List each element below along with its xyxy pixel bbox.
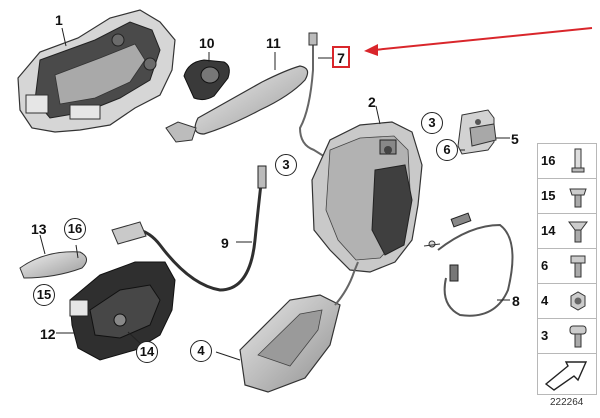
part-2-door-lock [311,105,423,273]
legend-row-3: 3 [538,319,596,354]
callout-13: 13 [31,221,47,237]
callout-9: 9 [221,235,229,251]
countersunk-screw-icon [568,221,588,243]
legend-label-16: 16 [541,153,556,168]
callout-10: 10 [199,35,215,51]
part-4-actuator [215,261,359,393]
hex-nut-icon [570,291,586,311]
legend-label-14: 14 [541,223,556,238]
callout-16: 16 [64,218,86,240]
orientation-arrow-icon [544,361,588,391]
part-9-cable [111,165,267,292]
part-1-carrier-frame [17,9,176,133]
part-11-door-handle [165,52,309,143]
part-13-handle-piece [19,234,87,279]
part-connector [423,240,441,248]
callout-6: 6 [436,139,458,161]
callout-5: 5 [511,131,519,147]
legend-label-3: 3 [541,328,549,343]
torx-screw-icon [569,325,587,348]
clip-nut-icon [569,188,587,208]
part-10-cover [183,52,230,101]
part-12-lock-housing [56,261,176,361]
callout-12: 12 [40,326,56,342]
callout-3-mid: 3 [275,154,297,176]
legend-label-15: 15 [541,188,556,203]
part-5-bracket [457,109,510,155]
callout-2: 2 [368,94,376,110]
callout-7-highlighted: 7 [332,46,350,68]
diagram-id: 222264 [550,397,584,408]
highlight-arrow [364,27,593,56]
fastener-legend: 16 15 14 6 [537,143,597,395]
legend-label-4: 4 [541,293,549,308]
callout-15: 15 [33,284,55,306]
legend-arrow-cell [538,354,596,394]
callout-14: 14 [136,341,158,363]
part-7-rod [298,32,332,161]
legend-row-6: 6 [538,249,596,284]
callout-1: 1 [55,12,63,28]
legend-row-16: 16 [538,144,596,179]
legend-row-4: 4 [538,284,596,319]
callout-4: 4 [190,340,212,362]
callout-3-top: 3 [421,112,443,134]
hex-bolt-icon [570,255,586,278]
legend-label-6: 6 [541,258,549,273]
legend-row-15: 15 [538,179,596,214]
callout-11: 11 [266,35,281,51]
legend-row-14: 14 [538,214,596,249]
callout-8: 8 [512,293,520,309]
rivet-icon [571,148,585,173]
part-8-cable [437,212,514,317]
